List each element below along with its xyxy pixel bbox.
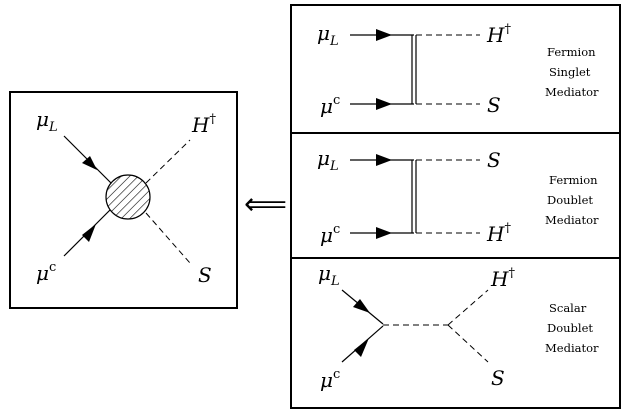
top-scalar-line <box>447 289 489 326</box>
scalar-doublet-box <box>290 257 621 409</box>
muL-label: μL <box>36 107 58 135</box>
muL-label: μL <box>317 146 339 174</box>
muc-arrow-icon <box>354 338 369 357</box>
panel-fermion-singlet: μL μc H† S Fermion Singlet Mediator <box>290 4 621 134</box>
implies-arrow-icon: ⟸ <box>244 187 287 222</box>
description-line: Fermion <box>549 173 598 187</box>
muL-arrow-icon <box>376 154 392 166</box>
top-scalar-label: S <box>487 148 501 172</box>
muL-label: μL <box>318 261 340 289</box>
muc-label: μc <box>320 367 340 392</box>
bottom-scalar-label: S <box>491 366 505 390</box>
muc-label: μc <box>36 260 56 285</box>
effective-vertex-panel: μL μc H† S <box>9 91 238 309</box>
description-line: Mediator <box>545 213 599 227</box>
fermion-singlet-box <box>290 4 621 134</box>
description-line: Fermion <box>547 45 596 59</box>
S-label: S <box>198 263 212 287</box>
muc-arrow-icon <box>82 224 96 242</box>
panel-fermion-doublet: μL μc S H† Fermion Doublet Mediator <box>290 132 621 259</box>
muc-arrow-icon <box>376 227 392 239</box>
heavy-fermion-propagator <box>411 35 417 104</box>
top-scalar-label: H† <box>486 22 511 47</box>
bottom-scalar-label: H† <box>486 221 511 246</box>
hatched-blob-icon <box>105 174 151 220</box>
muc-label: μc <box>320 93 340 118</box>
muc-arrow-icon <box>376 98 392 110</box>
top-scalar-label: H† <box>490 266 515 291</box>
description-line: Mediator <box>545 85 599 99</box>
panel-scalar-doublet: μL μc H† S Scalar Doublet Mediator <box>290 257 621 409</box>
muL-arrow-icon <box>376 29 392 41</box>
bottom-scalar-line <box>447 324 489 363</box>
Hdag-scalar-line <box>145 139 191 184</box>
fermion-doublet-box <box>290 132 621 259</box>
muL-label: μL <box>317 21 339 49</box>
bottom-scalar-label: S <box>487 93 501 117</box>
description-line: Scalar <box>549 301 587 315</box>
muc-label: μc <box>320 222 340 247</box>
muL-arrow-icon <box>82 156 97 170</box>
muL-arrow-icon <box>353 299 370 313</box>
heavy-fermion-propagator <box>411 160 417 233</box>
description-line: Singlet <box>549 65 591 79</box>
description-line: Doublet <box>547 321 593 335</box>
Hdag-label: H† <box>191 112 216 137</box>
description-line: Doublet <box>547 193 593 207</box>
description-line: Mediator <box>545 341 599 355</box>
S-scalar-line <box>145 212 191 264</box>
